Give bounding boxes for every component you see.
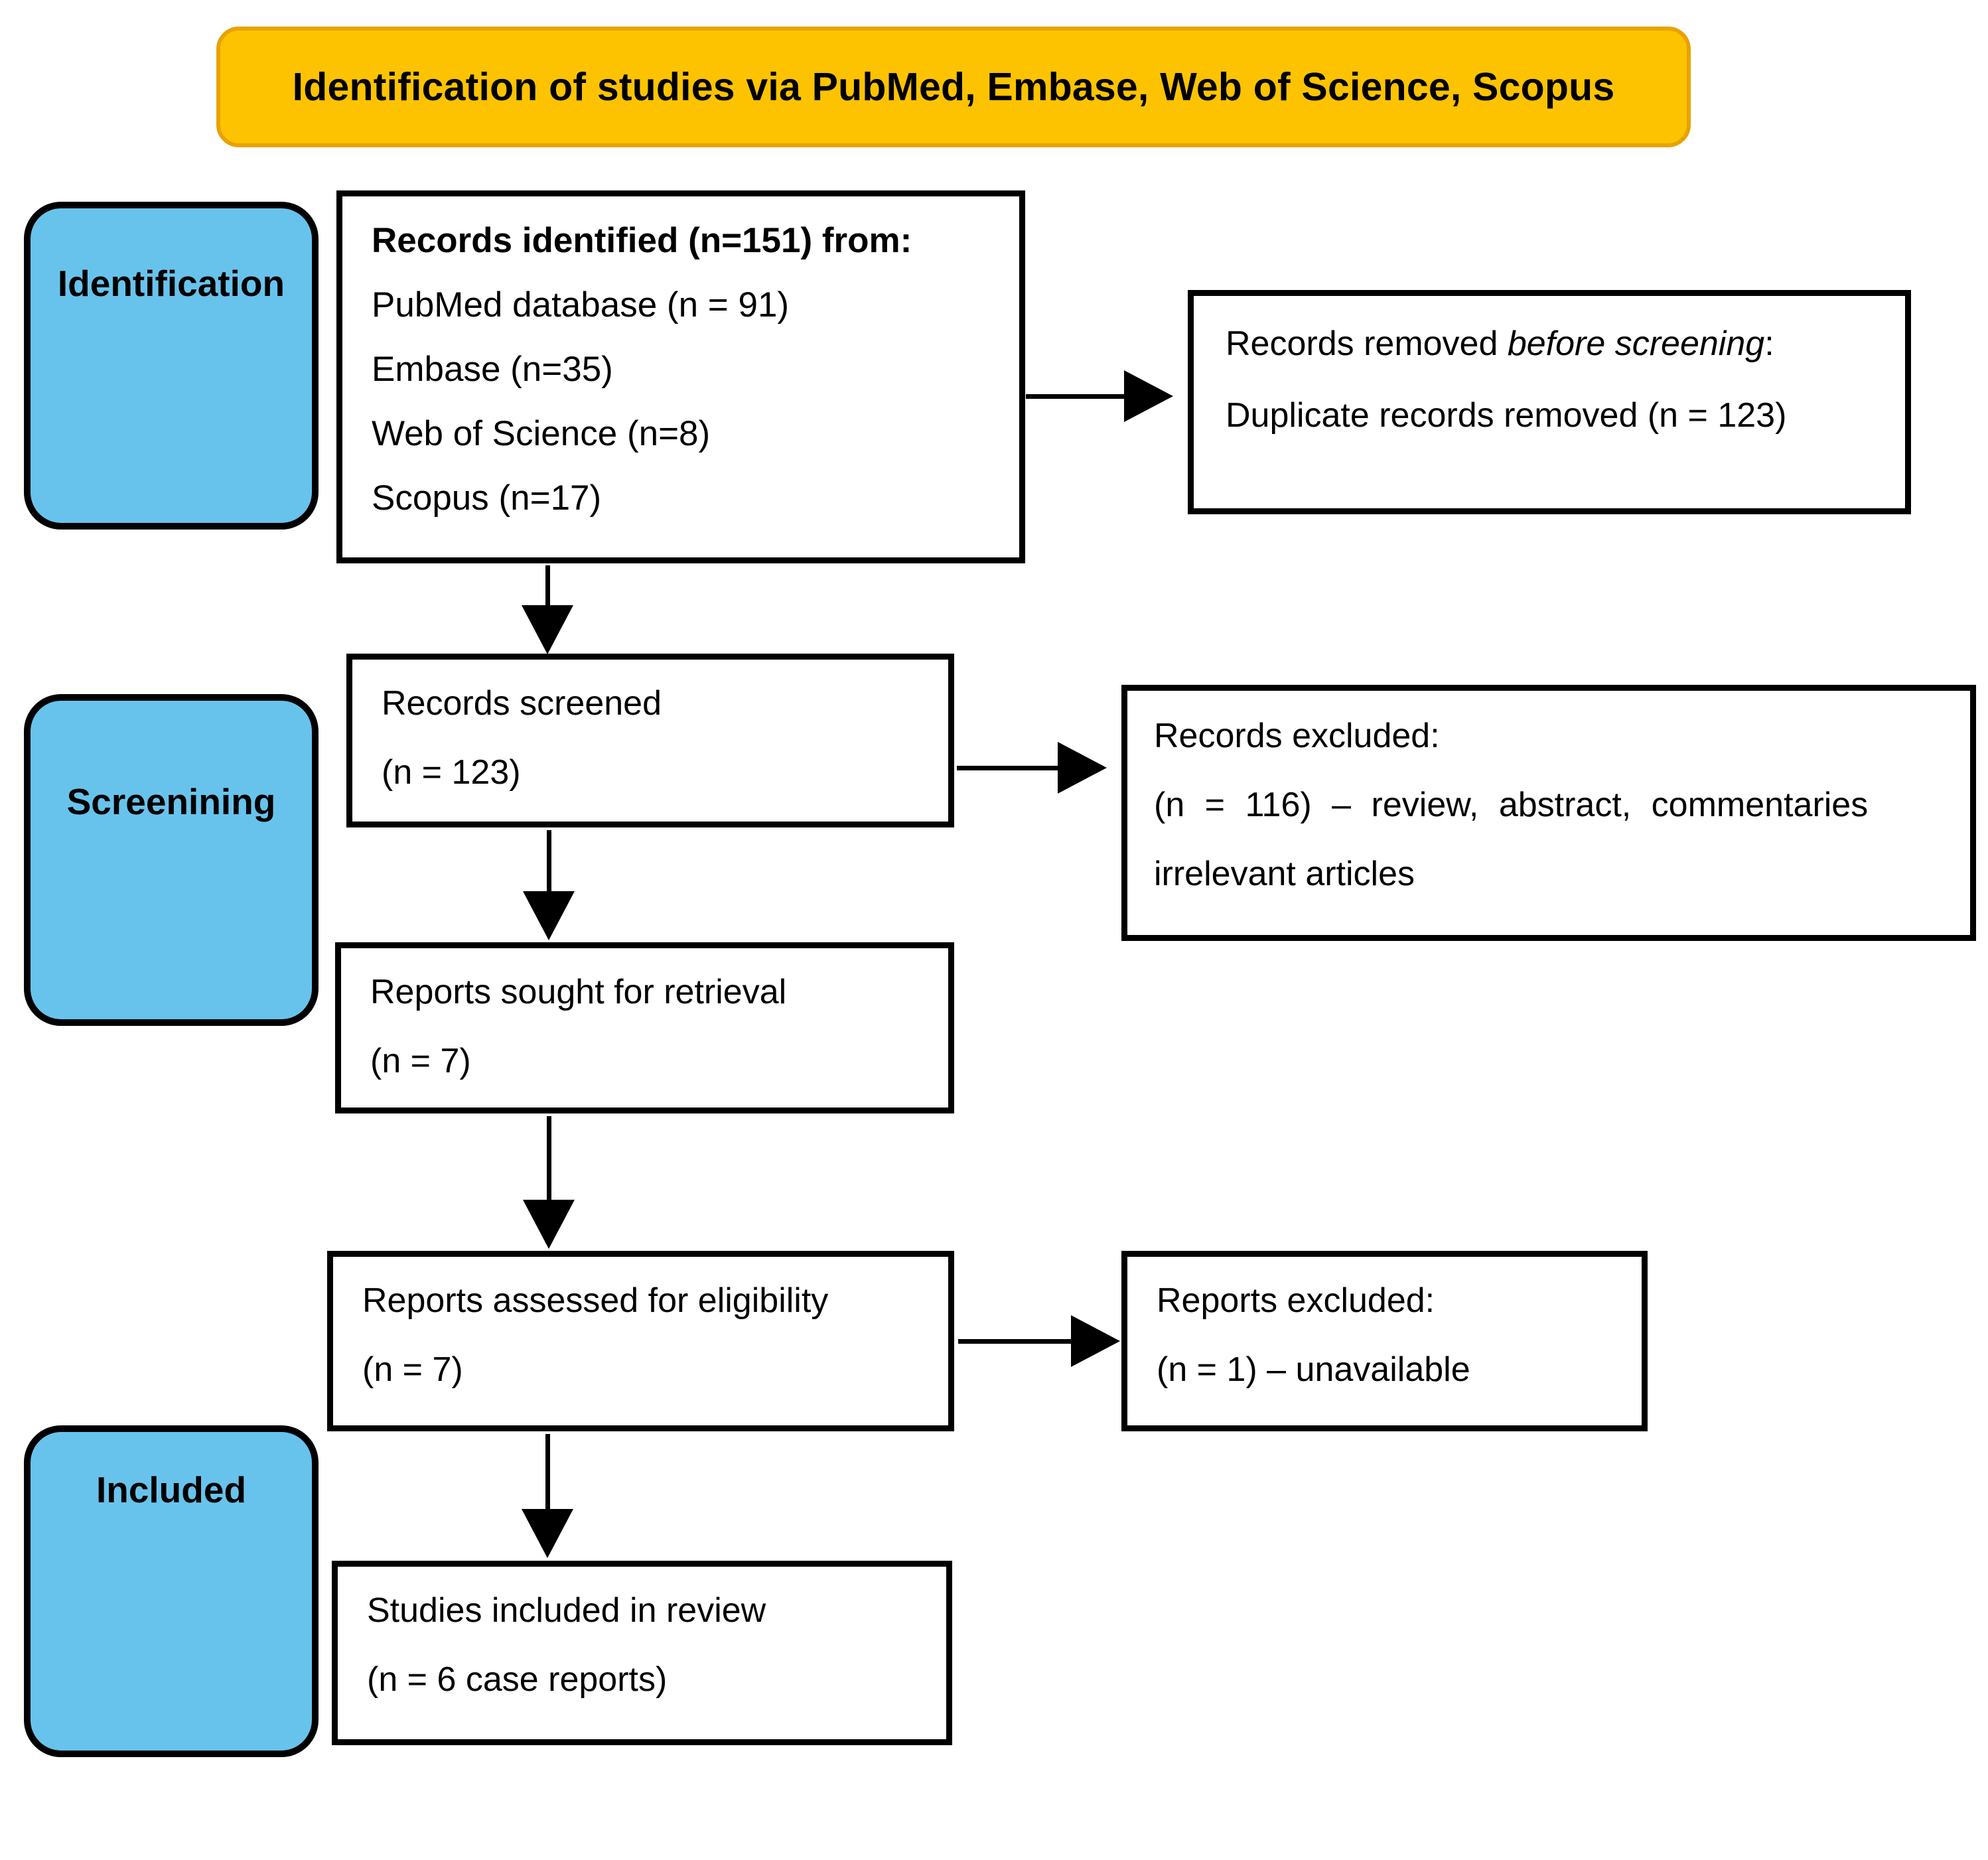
records-identified-source-wos: Web of Science (n=8) (372, 414, 711, 453)
records-identified-source-pubmed: PubMed database (n = 91) (372, 285, 790, 324)
arrow-screened-to-sought (523, 830, 575, 940)
arrowhead-down-icon (523, 891, 575, 940)
node-reports-sought: Reports sought for retrieval (n = 7) (335, 942, 954, 1113)
reports-sought-count: (n = 7) (370, 1042, 471, 1080)
node-records-excluded: Records excluded: (n = 116) – review, ab… (1121, 685, 1976, 941)
records-identified-source-embase: Embase (n=35) (372, 350, 613, 389)
records-identified-source-scopus: Scopus (n=17) (372, 478, 602, 518)
banner-title: Identification of studies via PubMed, Em… (292, 65, 1615, 109)
node-reports-assessed: Reports assessed for eligibility (n = 7) (327, 1251, 954, 1431)
reports-sought-label: Reports sought for retrieval (370, 973, 787, 1011)
node-reports-excluded: Reports excluded: (n = 1) – unavailable (1121, 1251, 1648, 1431)
arrowhead-down-icon (523, 1200, 575, 1249)
arrow-shaft (958, 1339, 1075, 1344)
records-removed-heading-emphasis: before screening (1507, 324, 1765, 363)
arrowhead-right-icon (1058, 742, 1107, 794)
arrow-screened-to-excluded (957, 742, 1107, 794)
reports-assessed-label: Reports assessed for eligibility (362, 1281, 829, 1320)
diagram-banner: Identification of studies via PubMed, Em… (216, 27, 1691, 147)
arrow-assessed-to-excluded (958, 1315, 1120, 1367)
arrowhead-down-icon (522, 605, 573, 654)
arrow-shaft (957, 766, 1062, 770)
arrow-identified-to-screened (522, 565, 573, 654)
stage-screening-label: Screenining (66, 781, 276, 822)
records-removed-heading: Records removed before screening: (1226, 326, 1873, 361)
node-studies-included: Studies included in review (n = 6 case r… (332, 1561, 952, 1745)
arrowhead-right-icon (1071, 1315, 1120, 1367)
reports-assessed-count: (n = 7) (362, 1350, 463, 1389)
studies-included-label: Studies included in review (367, 1591, 766, 1630)
reports-excluded-reason: (n = 1) – unavailable (1157, 1350, 1470, 1389)
records-screened-count: (n = 123) (382, 753, 521, 792)
records-excluded-heading: Records excluded: (1154, 717, 1440, 755)
arrow-identified-to-removed (1026, 370, 1173, 422)
node-records-removed: Records removed before screening: Duplic… (1188, 290, 1911, 514)
arrow-shaft (547, 1116, 551, 1201)
records-removed-heading-prefix: Records removed (1226, 324, 1508, 363)
reports-excluded-heading: Reports excluded: (1157, 1281, 1435, 1320)
stage-screening: Screenining (24, 694, 319, 1026)
stage-identification-label: Identification (57, 263, 285, 304)
arrow-shaft (545, 1434, 550, 1510)
arrow-shaft (1026, 394, 1129, 399)
records-removed-duplicates: Duplicate records removed (n = 123) (1226, 396, 1787, 435)
arrowhead-down-icon (522, 1509, 573, 1558)
arrowhead-right-icon (1124, 370, 1173, 422)
records-excluded-reasons-line-2: irrelevant articles (1154, 855, 1415, 893)
node-records-identified: Records identified (n=151) from: PubMed … (336, 190, 1025, 563)
studies-included-count: (n = 6 case reports) (367, 1660, 668, 1699)
records-removed-heading-suffix: : (1764, 324, 1774, 363)
records-identified-heading: Records identified (n=151) from: (372, 221, 912, 260)
arrow-shaft (545, 565, 550, 607)
stage-identification: Identification (24, 202, 319, 530)
records-excluded-reasons-line-1: (n = 116) – review, abstract, commentari… (1154, 786, 1869, 824)
arrow-shaft (547, 830, 551, 893)
stage-included-label: Included (96, 1469, 247, 1510)
stage-included: Included (24, 1425, 319, 1757)
records-screened-label: Records screened (382, 684, 662, 723)
arrow-assessed-to-included (522, 1434, 573, 1558)
arrow-sought-to-assessed (523, 1116, 575, 1249)
node-records-screened: Records screened (n = 123) (346, 654, 954, 827)
